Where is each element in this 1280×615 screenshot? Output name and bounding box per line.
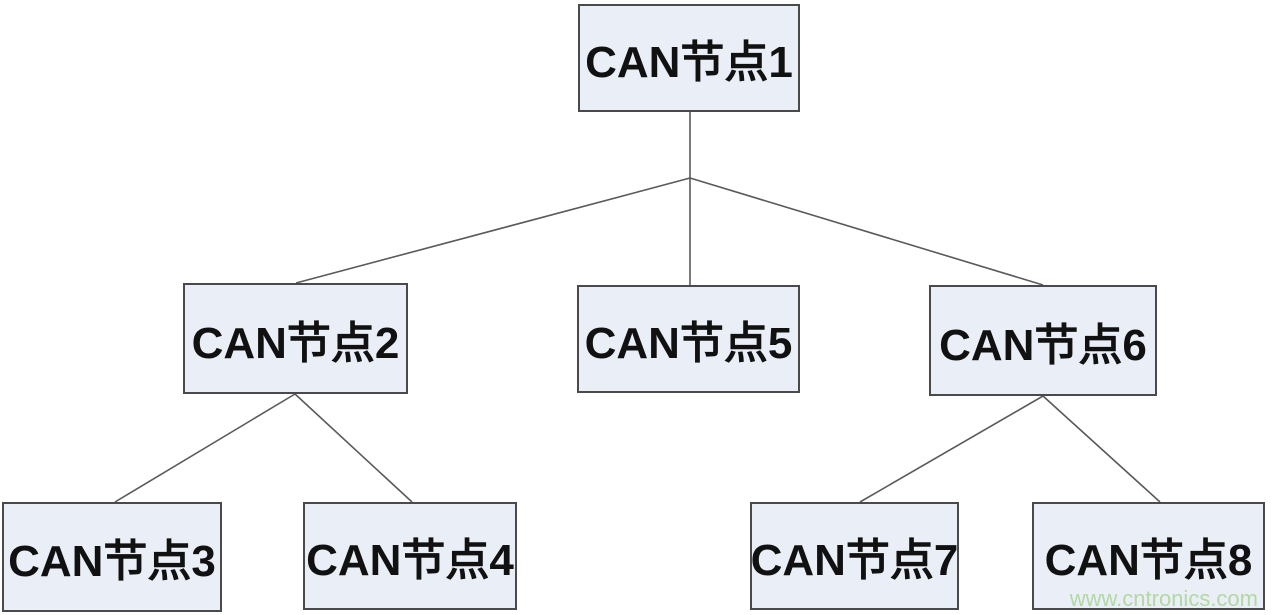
node-can-7: CAN节点7 <box>750 502 959 610</box>
node-can-2: CAN节点2 <box>183 283 408 394</box>
edge-node2-node3 <box>114 393 296 503</box>
node-can-3: CAN节点3 <box>2 502 222 612</box>
edge-node1-node6 <box>689 177 1044 286</box>
node-can-1-label: CAN节点1 <box>585 38 793 87</box>
node-can-6: CAN节点6 <box>929 285 1157 396</box>
node-can-8: CAN节点8 <box>1032 502 1265 610</box>
node-can-1: CAN节点1 <box>578 4 800 112</box>
edge-node6-node7 <box>859 395 1044 503</box>
edge-node6-node8 <box>1042 395 1161 503</box>
node-can-6-label: CAN节点6 <box>939 320 1147 370</box>
node-can-8-label: CAN节点8 <box>1044 536 1253 585</box>
node-can-5: CAN节点5 <box>577 285 800 393</box>
node-can-7-label: CAN节点7 <box>750 536 959 585</box>
node-can-3-label: CAN节点3 <box>8 537 216 586</box>
edge-node1-node2 <box>295 177 691 284</box>
node-can-4: CAN节点4 <box>303 502 517 610</box>
node-can-2-label: CAN节点2 <box>191 318 400 368</box>
edge-node2-node4 <box>294 393 413 503</box>
node-can-4-label: CAN节点4 <box>306 536 514 585</box>
node-can-5-label: CAN节点5 <box>584 319 793 368</box>
